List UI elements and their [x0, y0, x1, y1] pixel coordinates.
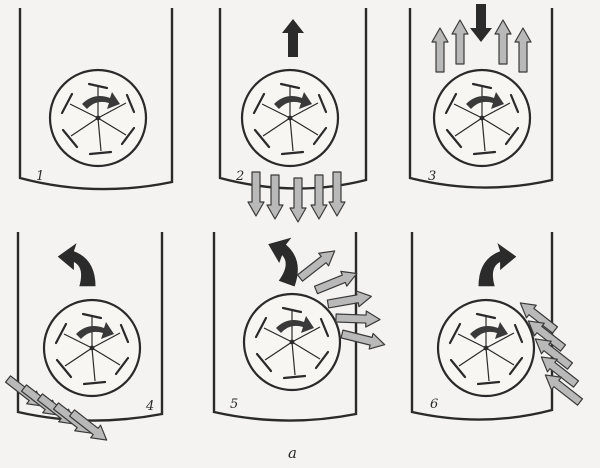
panel-4-rotor [42, 298, 142, 398]
panel-6-rotor [436, 298, 536, 398]
down-arrows-icon [247, 171, 346, 223]
panel-6: 6 [410, 232, 586, 421]
panel-5-housing [212, 232, 358, 422]
panel-2-number: 2 [235, 169, 244, 184]
panel-6-housing [410, 232, 554, 421]
figure-caption: a [288, 444, 297, 462]
curved-arrow-icon [57, 243, 96, 287]
panel-5-number: 5 [230, 397, 238, 412]
down-arrow-icon [470, 4, 492, 42]
panel-5: 5 [212, 230, 388, 422]
panel-3-number: 3 [428, 169, 436, 184]
panel-1-number: 1 [36, 169, 44, 184]
panel-3-housing [408, 8, 554, 189]
panel-3: 3 [408, 4, 554, 189]
panel-1-housing [18, 8, 174, 191]
panel-4-number: 4 [145, 399, 154, 414]
panel-2: 2 [218, 8, 368, 223]
up-arrow-icon [282, 19, 304, 57]
panel-1-rotor [48, 68, 148, 168]
panel-6-number: 6 [430, 397, 438, 412]
panel-2-rotor [240, 68, 340, 168]
curved-arrow-icon [478, 243, 517, 287]
panel-5-rotor [242, 292, 342, 392]
panel-1: 1 [18, 8, 174, 191]
panel-4: 4 [2, 232, 164, 447]
panel-3-rotor [432, 68, 532, 168]
